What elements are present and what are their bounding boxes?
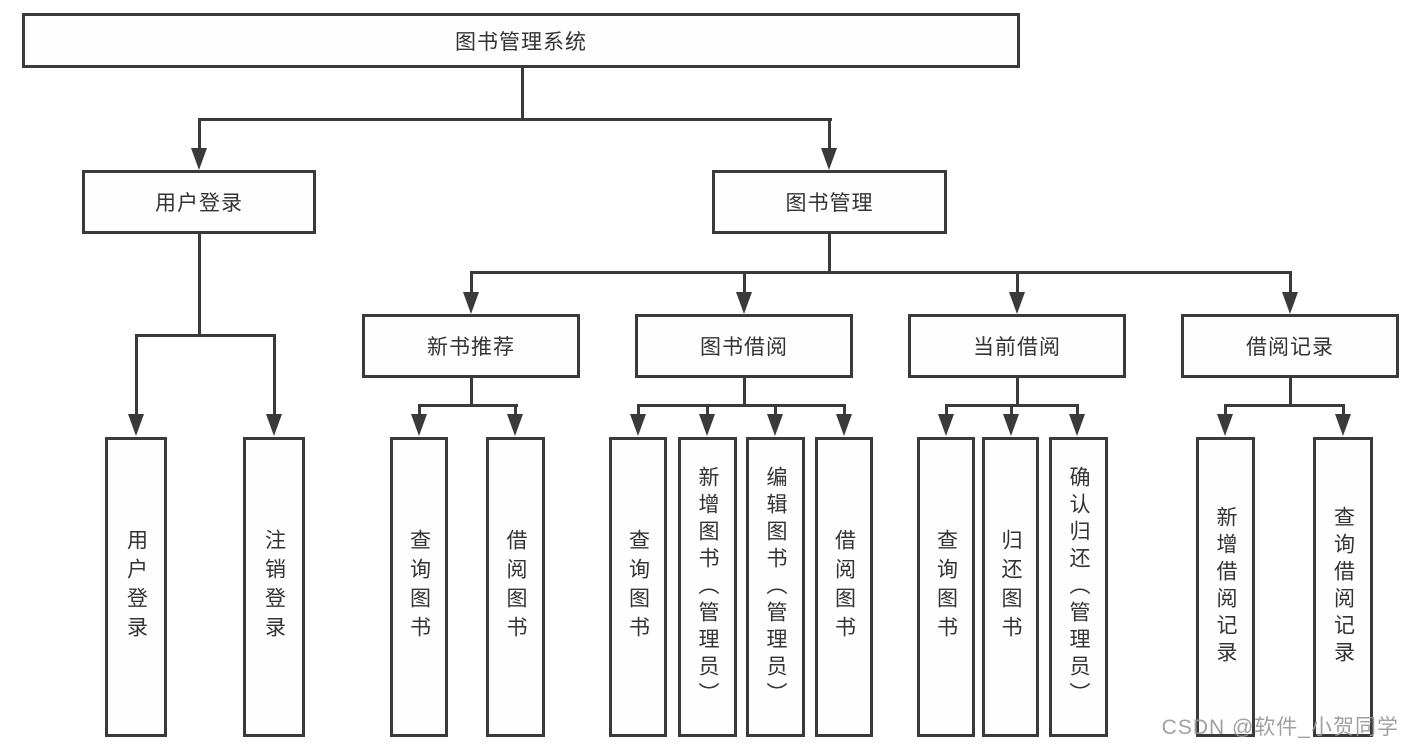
leaf-current-query-books: 查询图书: [917, 437, 975, 737]
arrowhead-leaf-d1: [938, 414, 954, 436]
node-root: 图书管理系统: [22, 13, 1020, 68]
arrowhead-user-login: [191, 148, 207, 170]
connector-leaf-d2: [1010, 404, 1013, 417]
leaf-query-borrow-record-label: 查询借阅记录: [1331, 506, 1355, 668]
connector-book-borrow-split: [637, 404, 846, 407]
node-book-borrow: 图书借阅: [635, 314, 853, 378]
leaf-add-books-admin: 新增图书（管理员）: [678, 437, 737, 737]
connector-book-borrow-stem: [743, 378, 746, 407]
arrowhead-book-borrow: [736, 292, 752, 314]
leaf-return-books-label: 归还图书: [999, 529, 1022, 645]
leaf-add-borrow-record: 新增借阅记录: [1196, 437, 1255, 737]
connector-leaf-d3: [1076, 404, 1079, 417]
arrowhead-leaf-b1: [411, 414, 427, 436]
leaf-add-borrow-record-label: 新增借阅记录: [1214, 506, 1237, 668]
arrowhead-leaf-d2: [1003, 414, 1019, 436]
arrowhead-leaf-c1: [630, 414, 646, 436]
arrowhead-leaf-c3: [767, 414, 783, 436]
connector-to-book-mgmt: [828, 118, 831, 151]
arrowhead-new-book-rec: [463, 292, 479, 314]
connector-leaf-c2: [706, 404, 709, 417]
node-current-borrow: 当前借阅: [908, 314, 1126, 378]
leaf-logout: 注销登录: [243, 437, 305, 737]
connector-to-borrow-record: [1289, 271, 1292, 294]
leaf-rec-query-books-label: 查询图书: [407, 529, 431, 645]
connector-book-mgmt-split: [470, 271, 1292, 274]
node-borrow-record: 借阅记录: [1181, 314, 1399, 378]
leaf-rec-query-books: 查询图书: [390, 437, 448, 737]
connector-borrow-record-stem: [1289, 378, 1292, 407]
connector-to-leaf-login: [135, 334, 138, 416]
connector-to-user-login: [198, 118, 201, 151]
connector-to-book-borrow: [743, 271, 746, 294]
arrowhead-leaf-e2: [1335, 414, 1351, 436]
arrowhead-leaf-login: [128, 414, 144, 436]
connector-leaf-c1: [637, 404, 640, 417]
connector-leaf-d1: [945, 404, 948, 417]
connector-to-new-book-rec: [470, 271, 473, 294]
arrowhead-leaf-d3: [1069, 414, 1085, 436]
connector-to-current-borrow: [1016, 271, 1019, 294]
arrowhead-current-borrow: [1009, 292, 1025, 314]
connector-to-leaf-logout: [273, 334, 276, 416]
leaf-borrow-books: 借阅图书: [815, 437, 873, 737]
leaf-current-query-books-label: 查询图书: [934, 529, 958, 645]
connector-book-mgmt-stem: [828, 234, 831, 274]
leaf-confirm-return-admin-label: 确认归还（管理员）: [1067, 465, 1090, 709]
leaf-rec-borrow-books: 借阅图书: [486, 437, 545, 737]
arrowhead-book-mgmt: [821, 148, 837, 170]
arrowhead-leaf-c4: [836, 414, 852, 436]
leaf-borrow-books-label: 借阅图书: [832, 529, 856, 645]
leaf-add-books-admin-label: 新增图书（管理员）: [696, 465, 719, 709]
connector-user-login-stem: [198, 234, 201, 336]
leaf-logout-label: 注销登录: [262, 529, 286, 645]
connector-leaf-c4: [843, 404, 846, 417]
connector-leaf-b2: [514, 404, 517, 417]
connector-current-borrow-stem: [1016, 378, 1019, 407]
arrowhead-leaf-e1: [1217, 414, 1233, 436]
connector-user-login-split: [135, 334, 276, 337]
connector-root-stem: [521, 68, 524, 120]
arrowhead-borrow-record: [1282, 292, 1298, 314]
leaf-user-login: 用户登录: [105, 437, 167, 737]
connector-root-split: [199, 118, 832, 121]
connector-leaf-c3: [774, 404, 777, 417]
connector-leaf-e2: [1342, 404, 1345, 417]
connector-new-book-rec-stem: [470, 378, 473, 407]
arrowhead-leaf-b2: [507, 414, 523, 436]
leaf-edit-books-admin-label: 编辑图书（管理员）: [764, 465, 787, 709]
leaf-return-books: 归还图书: [982, 437, 1039, 737]
leaf-borrow-query-books-label: 查询图书: [626, 529, 650, 645]
connector-leaf-b1: [418, 404, 421, 417]
arrowhead-leaf-c2: [699, 414, 715, 436]
leaf-rec-borrow-books-label: 借阅图书: [504, 529, 527, 645]
leaf-confirm-return-admin: 确认归还（管理员）: [1049, 437, 1108, 737]
connector-new-book-rec-split: [418, 404, 518, 407]
node-book-mgmt-branch: 图书管理: [712, 170, 947, 234]
arrowhead-leaf-logout: [266, 414, 282, 436]
connector-borrow-record-split: [1224, 404, 1344, 407]
connector-leaf-e1: [1224, 404, 1227, 417]
node-new-book-rec: 新书推荐: [362, 314, 580, 378]
watermark: CSDN @软件_小贺同学: [1161, 716, 1399, 739]
leaf-edit-books-admin: 编辑图书（管理员）: [746, 437, 805, 737]
leaf-user-login-label: 用户登录: [124, 529, 148, 645]
leaf-query-borrow-record: 查询借阅记录: [1313, 437, 1373, 737]
node-user-login-branch: 用户登录: [82, 170, 316, 234]
leaf-borrow-query-books: 查询图书: [609, 437, 667, 737]
